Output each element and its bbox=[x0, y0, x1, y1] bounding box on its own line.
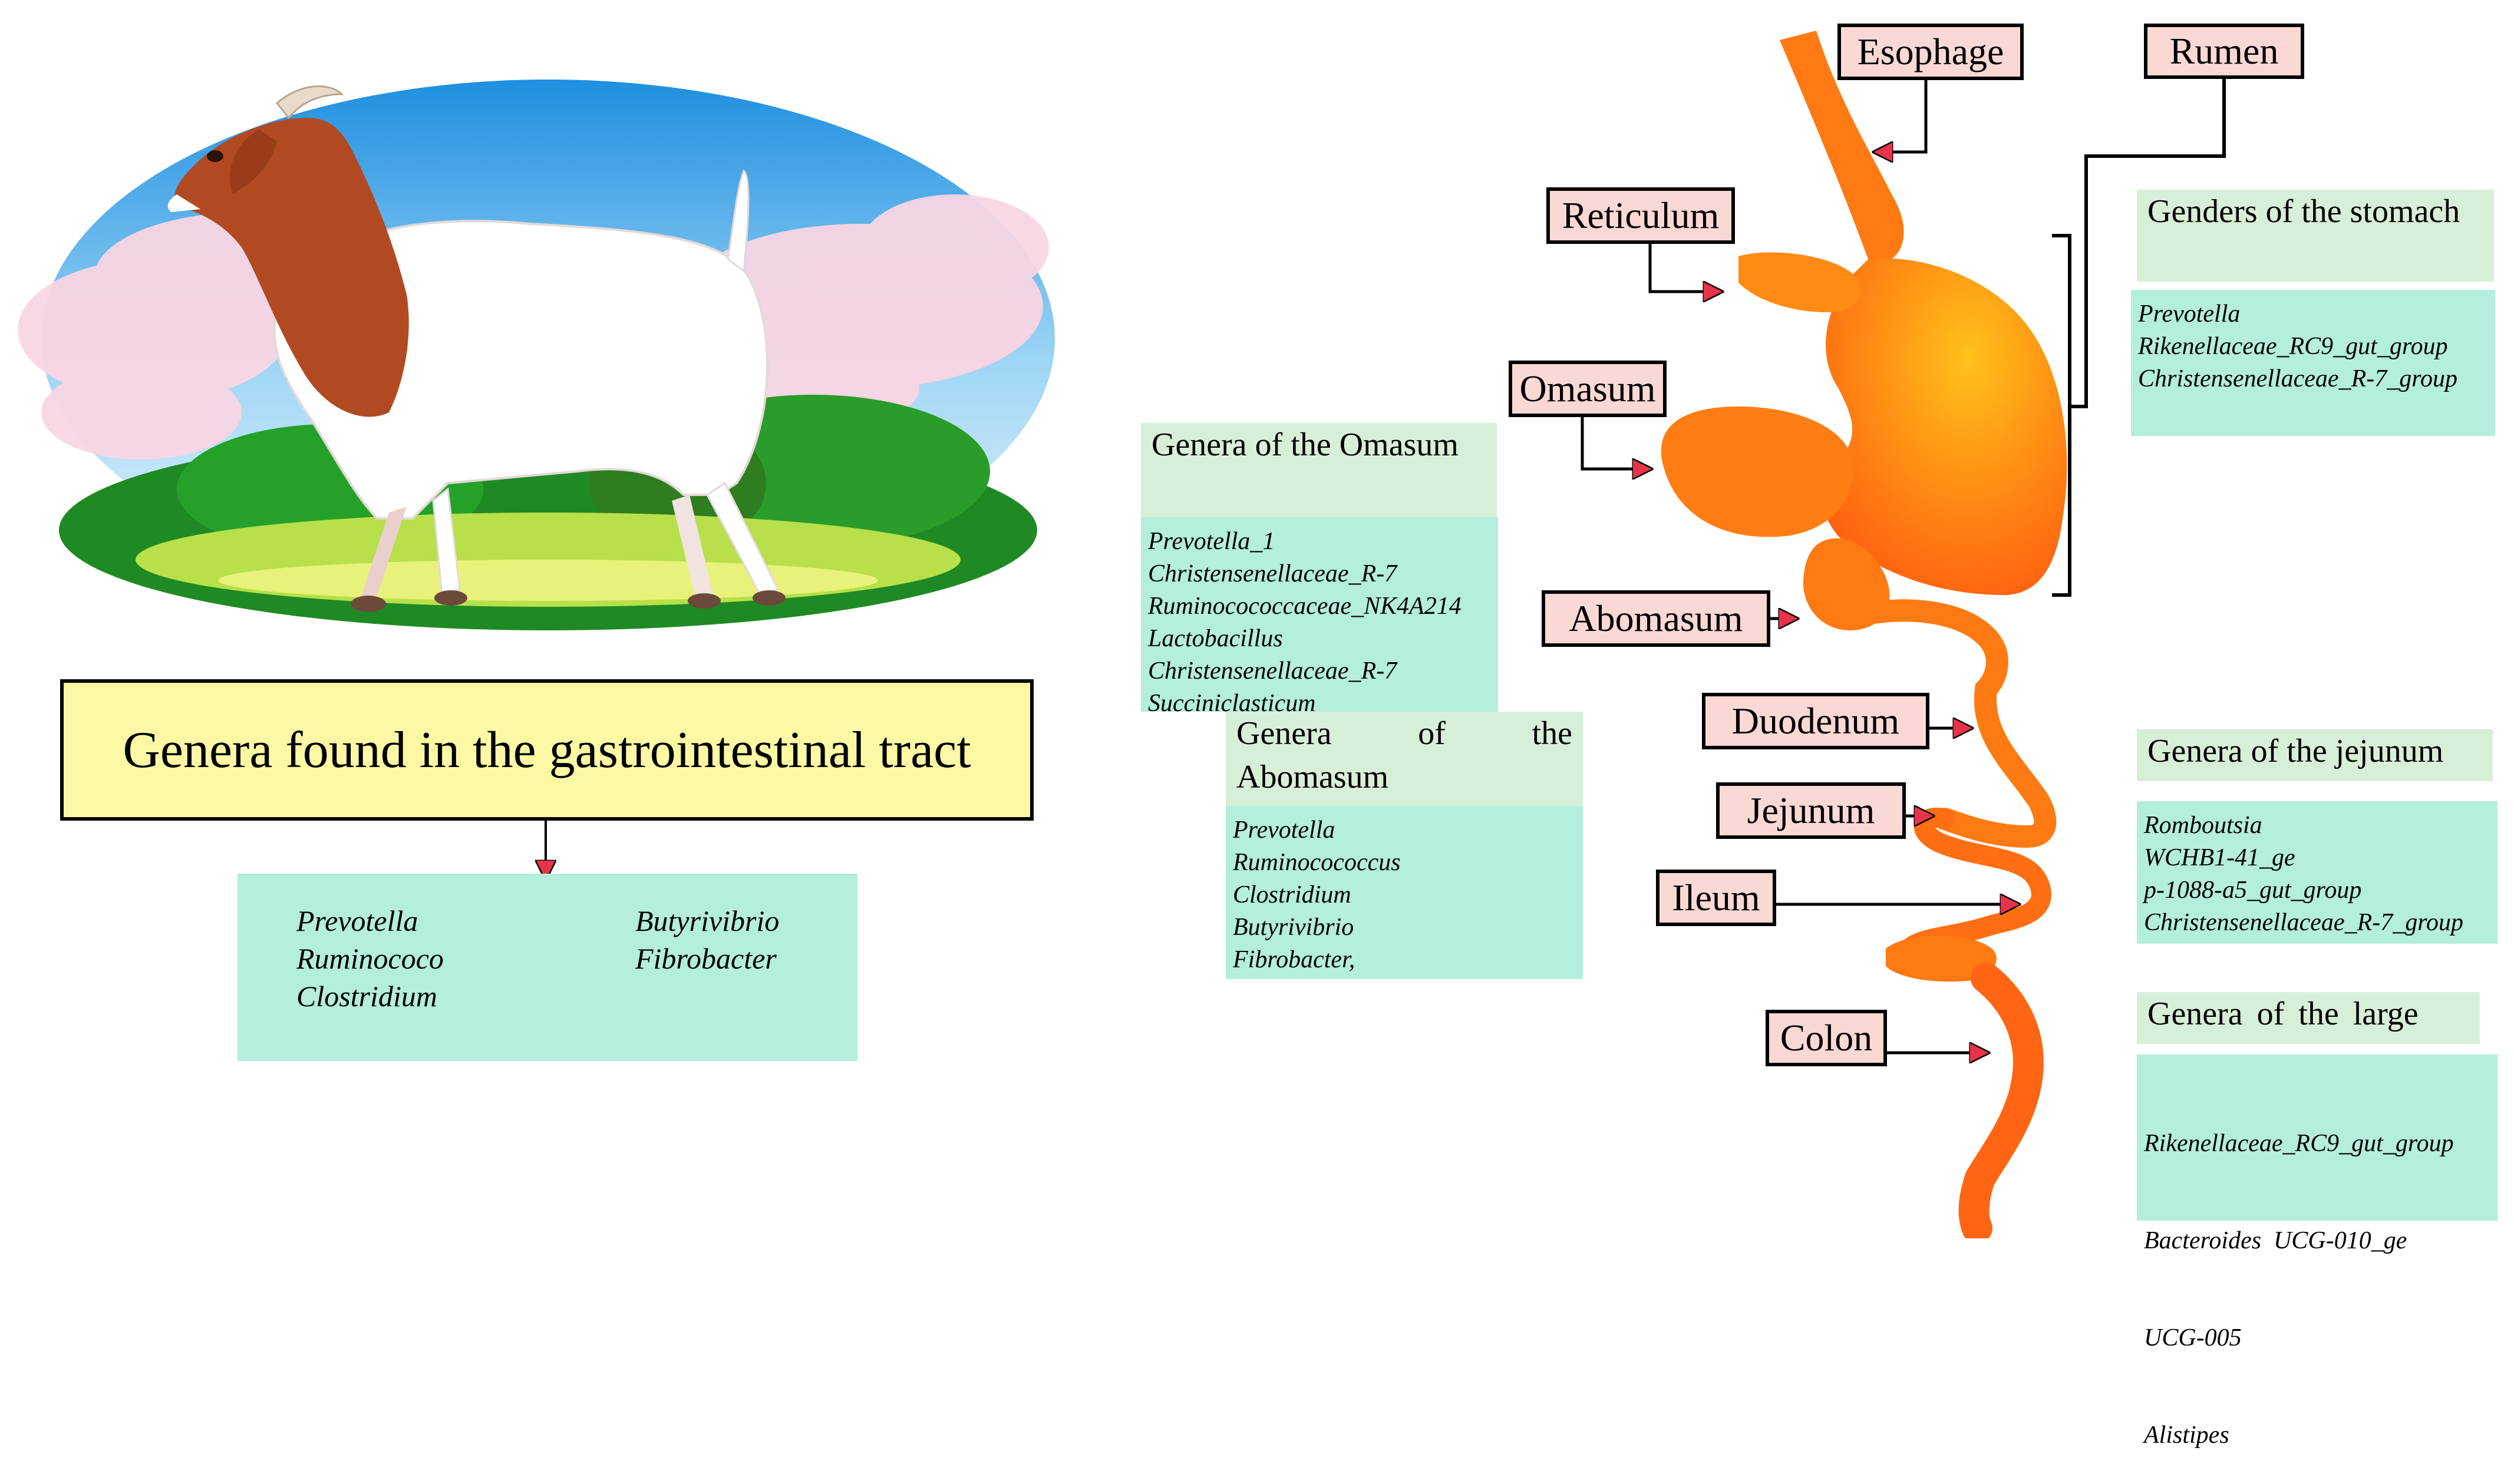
summary-genus: Butyrivibrio bbox=[635, 904, 780, 937]
stomach-bracket bbox=[2052, 234, 2071, 597]
main-title: Genera found in the gastrointestinal tra… bbox=[123, 721, 971, 779]
genus-item: Christensenellaceae_R-7_group bbox=[2144, 909, 2464, 936]
genus-item: p-1088-a5_gut_group bbox=[2144, 877, 2362, 904]
genus-item: Christensenellaceae_R-7_group bbox=[2138, 365, 2458, 392]
jejunum-genera-list: Romboutsia WCHB1-41_ge p-1088-a5_gut_gro… bbox=[2137, 801, 2497, 944]
esophage-arrow bbox=[1874, 78, 1928, 152]
omasum-shape bbox=[1661, 406, 1853, 537]
abomasum-genera-list: Prevotella Ruminocococcus Clostridium Bu… bbox=[1226, 806, 1583, 979]
genus-item: Alistipes bbox=[2144, 1422, 2229, 1449]
organ-label-abomasum: Abomasum bbox=[1542, 590, 1770, 647]
heading-text: Genera of the jejunum bbox=[2147, 733, 2444, 769]
jejunum-ileum-tube bbox=[1899, 808, 2051, 959]
duodenum-tube bbox=[1863, 599, 2057, 848]
genus-item: Clostridium bbox=[1233, 881, 1351, 908]
stomach-genera-list: Prevotella Rikenellaceae_RC9_gut_group C… bbox=[2131, 290, 2495, 436]
organ-label-text: Reticulum bbox=[1562, 194, 1720, 236]
heading-text: Genera of the large bbox=[2147, 996, 2419, 1032]
genus-item: Prevotella bbox=[1233, 817, 1335, 844]
omasum-genera-list: Prevotella_1 Christensenellaceae_R-7 Rum… bbox=[1141, 517, 1498, 717]
organ-label-text: Rumen bbox=[2169, 30, 2279, 72]
organ-label-rumen: Rumen bbox=[2144, 24, 2304, 79]
organ-label-text: Omasum bbox=[1519, 368, 1656, 409]
organ-label-duodenum: Duodenum bbox=[1702, 693, 1929, 749]
summary-column-1: Prevotella Ruminococo Clostridium bbox=[296, 902, 444, 1015]
organ-label-esophage: Esophage bbox=[1837, 24, 2024, 80]
stomach-genera-heading: Genders of the stomach bbox=[2137, 190, 2494, 282]
organ-label-omasum: Omasum bbox=[1509, 361, 1667, 417]
omasum-arrow bbox=[1581, 415, 1651, 469]
main-title-box: Genera found in the gastrointestinal tra… bbox=[60, 679, 1034, 821]
gi-tract bbox=[1661, 31, 2067, 1238]
goat bbox=[167, 85, 786, 612]
genus-item: Prevotella bbox=[2138, 300, 2241, 328]
genus-item: Butyrivibrio bbox=[1233, 914, 1354, 941]
heading-text: Genera of the Abomasum bbox=[1236, 715, 1572, 795]
cecum-shape bbox=[1886, 935, 1997, 982]
organ-label-text: Jejunum bbox=[1747, 789, 1875, 831]
genus-item: Ruminocococcaceae_NK4A214 bbox=[1148, 593, 1461, 620]
genus-item: Ruminocococcus bbox=[1233, 849, 1401, 876]
genus-item: Rikenellaceae_RC9_gut_group bbox=[2138, 333, 2448, 360]
genus-item: Prevotella_1 bbox=[1148, 528, 1275, 555]
genus-item: Christensenellaceae_R-7 bbox=[1148, 657, 1397, 685]
organ-label-colon: Colon bbox=[1766, 1010, 1887, 1066]
rumen-shape bbox=[1822, 258, 2067, 595]
organ-label-jejunum: Jejunum bbox=[1716, 782, 1906, 839]
jejunum-genera-heading: Genera of the jejunum bbox=[2137, 729, 2493, 781]
genus-item: Bacteroides UCG-010_ge bbox=[2144, 1227, 2407, 1254]
abomasum-genera-heading: Genera of the Abomasum bbox=[1226, 712, 1583, 806]
genus-item: Lactobacillus bbox=[1148, 625, 1283, 652]
organ-label-text: Esophage bbox=[1857, 31, 2004, 72]
large-intestine-genera-heading: Genera of the large bbox=[2137, 992, 2480, 1044]
summary-genus: Ruminococo bbox=[296, 942, 444, 975]
genus-item: Christensenellaceae_R-7 bbox=[1148, 560, 1397, 587]
large-intestine-genera-list: Rikenellaceae_RC9_gut_group Bacteroides … bbox=[2137, 1055, 2497, 1449]
summary-genus: Prevotella bbox=[296, 904, 418, 937]
genus-item: Romboutsia bbox=[2144, 812, 2262, 839]
organ-label-text: Abomasum bbox=[1569, 597, 1743, 639]
genus-item: UCG-005 bbox=[2144, 1324, 2242, 1351]
organ-label-text: Ileum bbox=[1672, 877, 1760, 918]
heading-text: Genders of the stomach bbox=[2147, 193, 2460, 230]
summary-genera-box: Prevotella Ruminococo Clostridium Butyri… bbox=[237, 874, 857, 1061]
summary-genus: Fibrobacter bbox=[635, 942, 777, 975]
esophagus-tube bbox=[1780, 31, 1904, 259]
goat-horn bbox=[275, 85, 344, 120]
organ-label-reticulum: Reticulum bbox=[1546, 187, 1735, 244]
reticulum-shape bbox=[1738, 252, 1861, 312]
summary-genus: Clostridium bbox=[296, 980, 437, 1013]
diagram-graphics bbox=[18, 31, 2226, 1238]
colon-tube bbox=[1958, 963, 2044, 1238]
organ-label-text: Colon bbox=[1780, 1017, 1873, 1059]
genus-item: Fibrobacter, bbox=[1233, 946, 1355, 973]
summary-column-2: Butyrivibrio Fibrobacter bbox=[635, 902, 779, 977]
goat-illustration bbox=[18, 80, 1055, 630]
reticulum-arrow bbox=[1648, 240, 1722, 292]
organ-label-ileum: Ileum bbox=[1656, 870, 1776, 926]
rumen-connector bbox=[2070, 77, 2226, 408]
omasum-genera-heading: Genera of the Omasum bbox=[1141, 423, 1497, 517]
genus-item: WCHB1-41_ge bbox=[2144, 844, 2295, 871]
heading-text: Genera of the Omasum bbox=[1152, 427, 1459, 463]
organ-label-text: Duodenum bbox=[1731, 700, 1900, 742]
genus-item: Rikenellaceae_RC9_gut_group bbox=[2144, 1130, 2454, 1157]
